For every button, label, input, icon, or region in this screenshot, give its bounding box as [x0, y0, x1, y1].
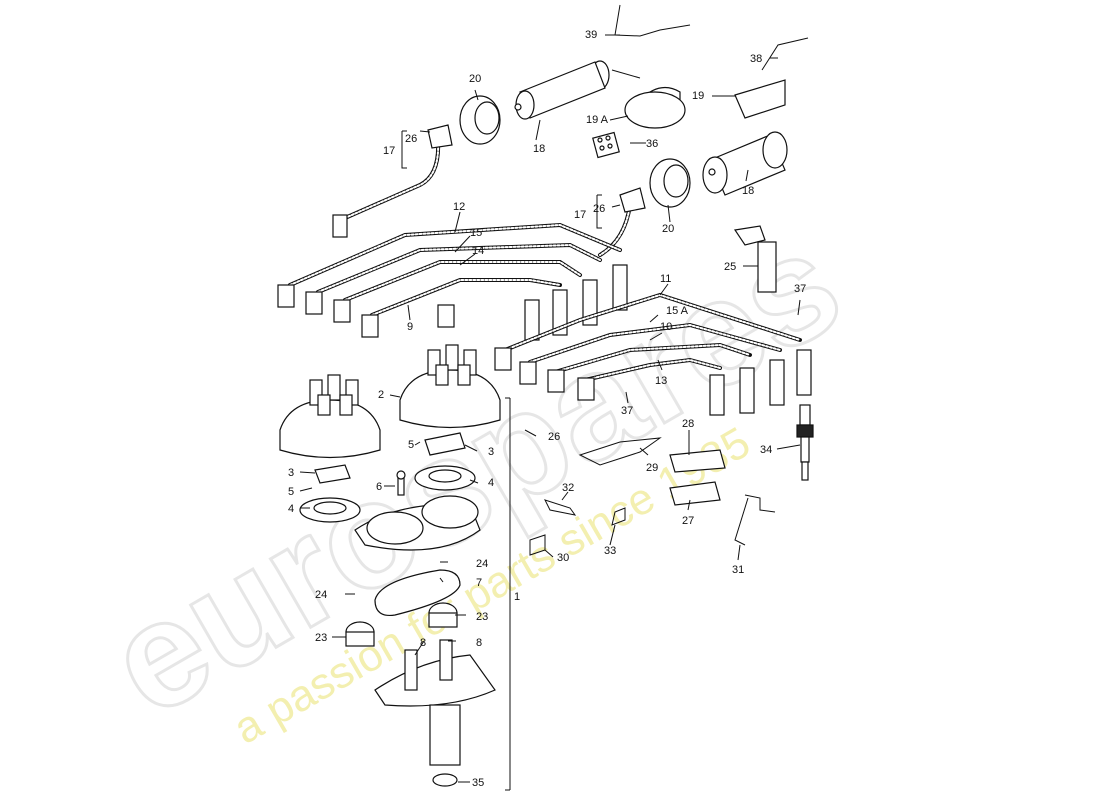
spark-plug[interactable]: [796, 404, 814, 481]
drive-gear-left[interactable]: [345, 621, 375, 647]
callout-18: 18: [533, 143, 545, 155]
callout-5: 5: [288, 486, 294, 498]
callout-17: 17: [383, 145, 395, 157]
callout-25: 25: [724, 261, 736, 273]
bracket-29[interactable]: [578, 437, 662, 466]
callout-18: 18: [742, 185, 754, 197]
callout-17: 17: [574, 209, 586, 221]
callout-32: 32: [562, 482, 574, 494]
callout-8: 8: [476, 637, 482, 649]
coil-lead-upper[interactable]: [332, 124, 453, 238]
callout-28: 28: [682, 418, 694, 430]
callout-19: 19: [692, 90, 704, 102]
callout-38: 38: [750, 53, 762, 65]
bracket-32[interactable]: [544, 499, 577, 516]
callout-20: 20: [469, 73, 481, 85]
ignition-coil-lower[interactable]: [702, 131, 788, 196]
callout-14: 14: [472, 245, 484, 257]
leader-lines: [299, 34, 801, 791]
callout-3: 3: [488, 446, 494, 458]
coil-lead-lower[interactable]: [598, 187, 646, 257]
bracket-28[interactable]: [669, 449, 726, 473]
distributor-cap-left[interactable]: [279, 374, 381, 459]
callout-24: 24: [315, 589, 327, 601]
callout-4: 4: [488, 477, 494, 489]
distributor-base[interactable]: [374, 639, 496, 787]
callout-31: 31: [732, 564, 744, 576]
dust-shield-right[interactable]: [414, 465, 476, 491]
callout-1: 1: [514, 591, 520, 603]
bracket-33[interactable]: [611, 507, 626, 526]
callout-35: 35: [472, 777, 484, 789]
callout-23: 23: [476, 611, 488, 623]
connector-block[interactable]: [592, 131, 620, 159]
ignition-wire-set[interactable]: [277, 222, 628, 341]
callout-26: 26: [405, 133, 417, 145]
callout-2: 2: [378, 389, 384, 401]
coil-spacer-upper[interactable]: [459, 95, 501, 145]
callout-29: 29: [646, 462, 658, 474]
coil-spacer-lower[interactable]: [649, 158, 691, 208]
drive-gear-right[interactable]: [428, 602, 458, 628]
distributor-cap-right[interactable]: [399, 344, 501, 429]
callout-labels: 1 2 3 3 4 4 5 5 6 7 8 8 9 10 11 12 13 14…: [288, 29, 806, 789]
ignition-coil-upper[interactable]: [514, 60, 610, 120]
coil-bracket-right[interactable]: [614, 4, 809, 119]
distributor-rotor-right[interactable]: [424, 432, 466, 456]
distributor-housing[interactable]: [354, 495, 481, 551]
bracket-31[interactable]: [734, 494, 776, 546]
callout-7: 7: [476, 577, 482, 589]
callout-12: 12: [453, 201, 465, 213]
callout-6: 6: [376, 481, 382, 493]
callout-34: 34: [760, 444, 772, 456]
callout-9: 9: [407, 321, 413, 333]
callout-4: 4: [288, 503, 294, 515]
callout-37: 37: [621, 405, 633, 417]
coil-bracket-upper[interactable]: [611, 69, 686, 129]
spark-plug-connector[interactable]: [733, 225, 777, 293]
callout-24: 24: [476, 558, 488, 570]
callout-33: 33: [604, 545, 616, 557]
ignition-wire-set-right[interactable]: [494, 292, 812, 416]
callout-3: 3: [288, 467, 294, 479]
callout-37: 37: [794, 283, 806, 295]
callout-27: 27: [682, 515, 694, 527]
callout-13: 13: [655, 375, 667, 387]
callout-19a: 19 A: [586, 114, 609, 126]
callout-10: 10: [660, 321, 672, 333]
callout-26: 26: [548, 431, 560, 443]
callout-15: 15: [470, 227, 482, 239]
bracket-27[interactable]: [669, 481, 721, 506]
callout-26: 26: [593, 203, 605, 215]
callout-11: 11: [660, 273, 671, 285]
callout-36: 36: [646, 138, 658, 150]
dust-shield-left[interactable]: [299, 497, 361, 523]
distributor-rotor-left[interactable]: [314, 464, 351, 484]
screw-6[interactable]: [396, 470, 406, 496]
callout-20: 20: [662, 223, 674, 235]
callout-39: 39: [585, 29, 597, 41]
callout-5: 5: [408, 439, 414, 451]
callout-30: 30: [557, 552, 569, 564]
callout-8: 8: [420, 637, 426, 649]
callout-23: 23: [315, 632, 327, 644]
callout-15a: 15 A: [666, 305, 689, 317]
timing-belt[interactable]: [374, 569, 461, 617]
